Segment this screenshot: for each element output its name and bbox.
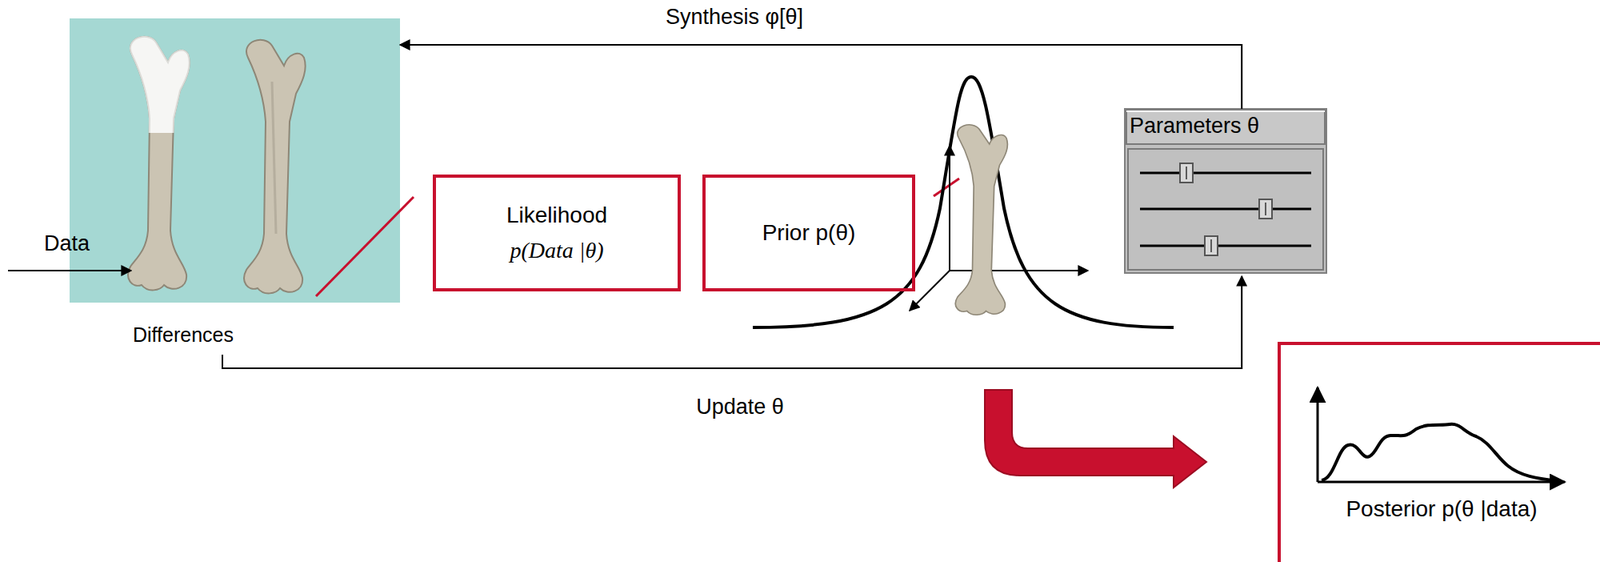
image-panel-node: Differences	[69, 18, 400, 355]
femur-partial	[128, 36, 190, 291]
result-arrow	[984, 389, 1207, 488]
femur-mean	[955, 124, 1008, 315]
loop-connector	[400, 44, 1242, 109]
edge-label: Update θ	[696, 393, 784, 420]
posterior-box: Posterior p(θ |data)	[1277, 341, 1600, 562]
node-formula: p(Data |θ)	[509, 236, 604, 264]
posterior-plot	[1317, 387, 1565, 482]
likelihood-box: Likelihood p(Data |θ)	[432, 174, 681, 292]
red-leader	[933, 178, 960, 196]
edge-label: Synthesis φ[θ]	[665, 4, 804, 30]
node-title: Posterior p(θ |data)	[1345, 495, 1537, 523]
parameter-panel	[1124, 108, 1327, 273]
input-label: Data	[44, 230, 90, 256]
data-arrow	[8, 269, 132, 272]
femur-synthesized	[244, 40, 306, 294]
node-title: Prior p(θ)	[762, 219, 856, 247]
parameters-panel: Parameters θ	[1124, 108, 1327, 273]
node-title: Differences	[132, 322, 234, 347]
node-title: Likelihood	[506, 201, 608, 229]
red-leader	[316, 196, 414, 296]
prior-box: Prior p(θ)	[702, 174, 916, 292]
node-title: Parameters θ	[1129, 112, 1260, 139]
